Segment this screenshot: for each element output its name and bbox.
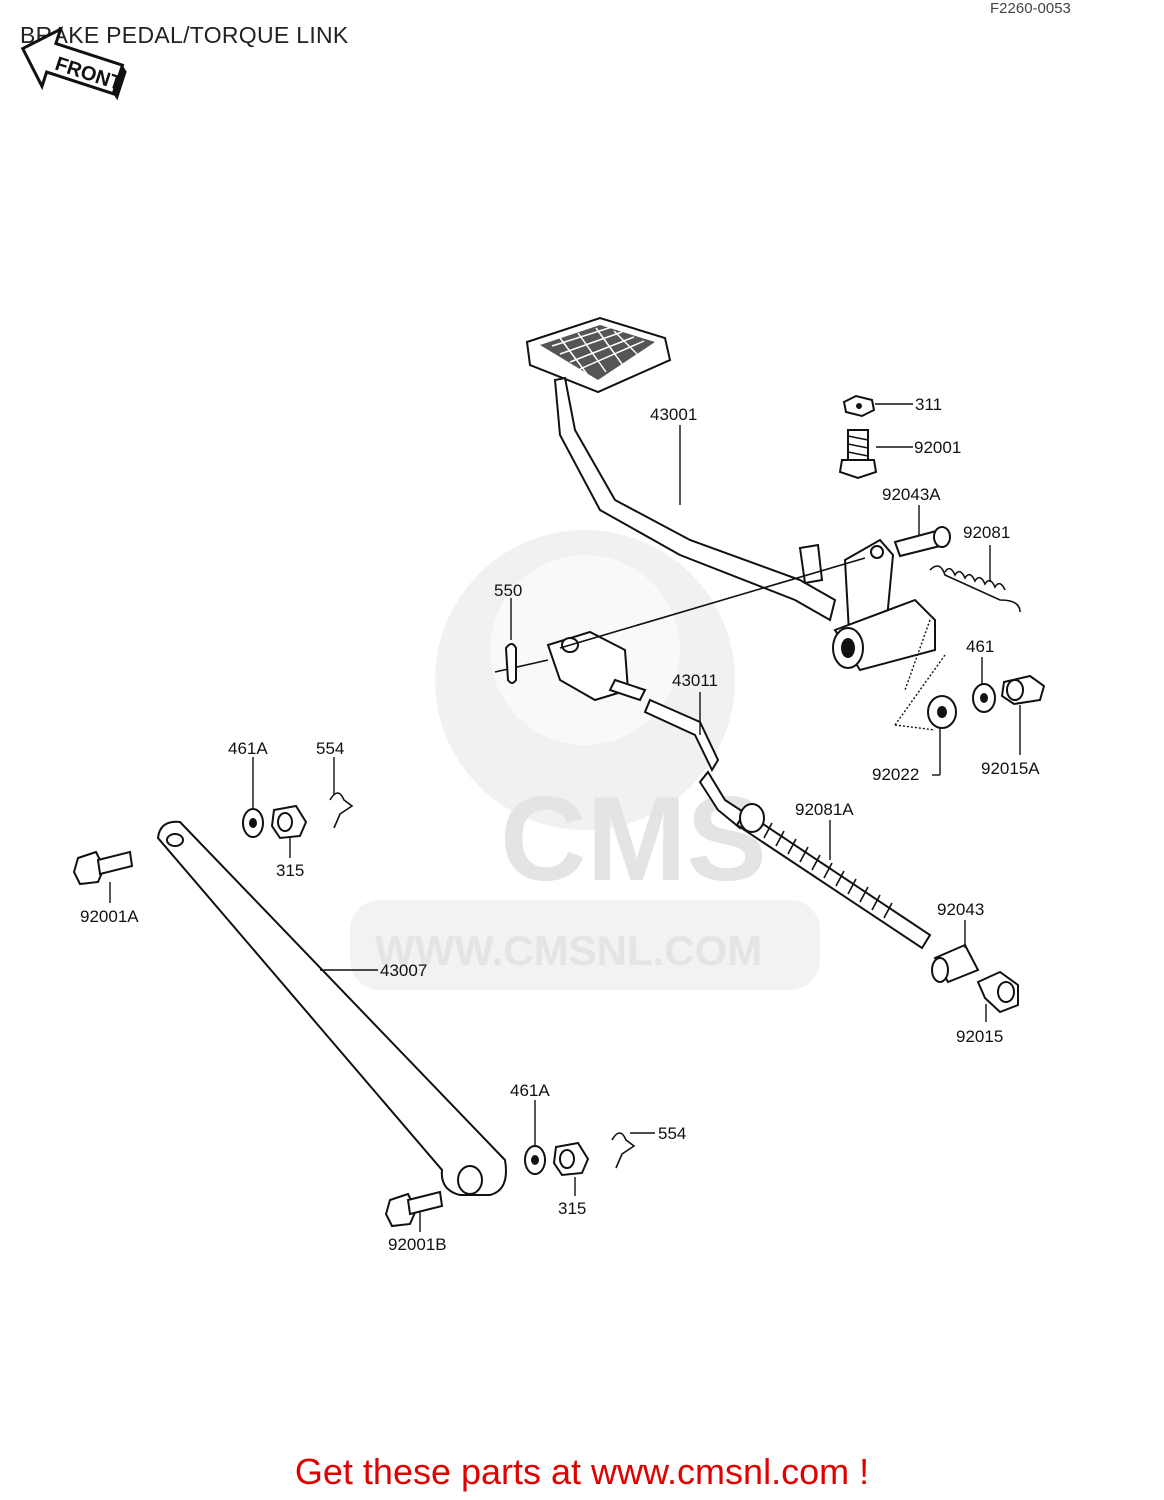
washer-461	[972, 683, 996, 713]
label-43007: 43007	[380, 961, 427, 980]
pedal-pivot-bolt	[838, 429, 878, 480]
label-92001: 92001	[914, 438, 961, 457]
adjuster-joint	[931, 943, 980, 984]
washer-92022	[927, 695, 957, 729]
return-spring	[929, 565, 1021, 613]
label-461a-upper: 461A	[228, 739, 268, 758]
label-92001b: 92001B	[388, 1235, 447, 1254]
label-92081: 92081	[963, 523, 1010, 542]
watermark-url: WWW.CMSNL.COM	[375, 927, 762, 974]
label-315-upper: 315	[276, 861, 304, 880]
label-92043: 92043	[937, 900, 984, 919]
pedal-pivot-nut	[842, 394, 876, 418]
cms-watermark: CMS WWW.CMSNL.COM	[350, 530, 820, 990]
bolt-92001b	[384, 1190, 444, 1228]
label-311: 311	[915, 395, 942, 414]
label-92015: 92015	[956, 1027, 1003, 1046]
label-92081a: 92081A	[795, 800, 854, 819]
label-315-lower: 315	[558, 1199, 586, 1218]
figure-number: F2260-0053	[990, 0, 1071, 17]
nut-92015a	[1000, 674, 1046, 706]
label-43011: 43011	[672, 671, 718, 690]
exploded-parts-diagram: CMS WWW.CMSNL.COM FRONT	[20, 26, 1046, 1254]
watermark-logo-text: CMS	[500, 772, 767, 906]
label-43001: 43001	[650, 405, 697, 424]
nut-315-upper	[270, 804, 308, 840]
label-92015a: 92015A	[981, 759, 1040, 778]
brake-pedal	[525, 316, 936, 672]
label-461a-lower: 461A	[510, 1081, 550, 1100]
cotter-pin-550	[504, 643, 517, 684]
footer-link[interactable]: Get these parts at www.cmsnl.com !	[294, 1451, 870, 1492]
clip-554-lower	[611, 1132, 636, 1169]
adjuster-nut	[976, 970, 1019, 1014]
leader-lines	[109, 403, 1021, 1232]
label-461: 461	[966, 637, 994, 656]
page-title: BRAKE PEDAL/TORQUE LINK	[20, 22, 349, 48]
label-554-lower: 554	[658, 1124, 686, 1143]
brake-rod-clevis	[494, 557, 866, 702]
label-554-upper: 554	[316, 739, 344, 758]
pedal-pin	[893, 526, 951, 558]
front-arrow: FRONT	[20, 26, 127, 101]
torque-link	[156, 820, 507, 1196]
label-92001a: 92001A	[80, 907, 139, 926]
rod-adjuster-spring	[735, 803, 932, 950]
bolt-92001a	[72, 850, 134, 886]
label-550: 550	[494, 581, 522, 600]
label-92043a: 92043A	[882, 485, 941, 504]
washer-461a-lower	[524, 1145, 546, 1175]
clip-554-upper	[329, 792, 354, 829]
washer-461a-upper	[242, 808, 264, 838]
label-92022: 92022	[872, 765, 919, 784]
nut-315-lower	[552, 1141, 590, 1177]
